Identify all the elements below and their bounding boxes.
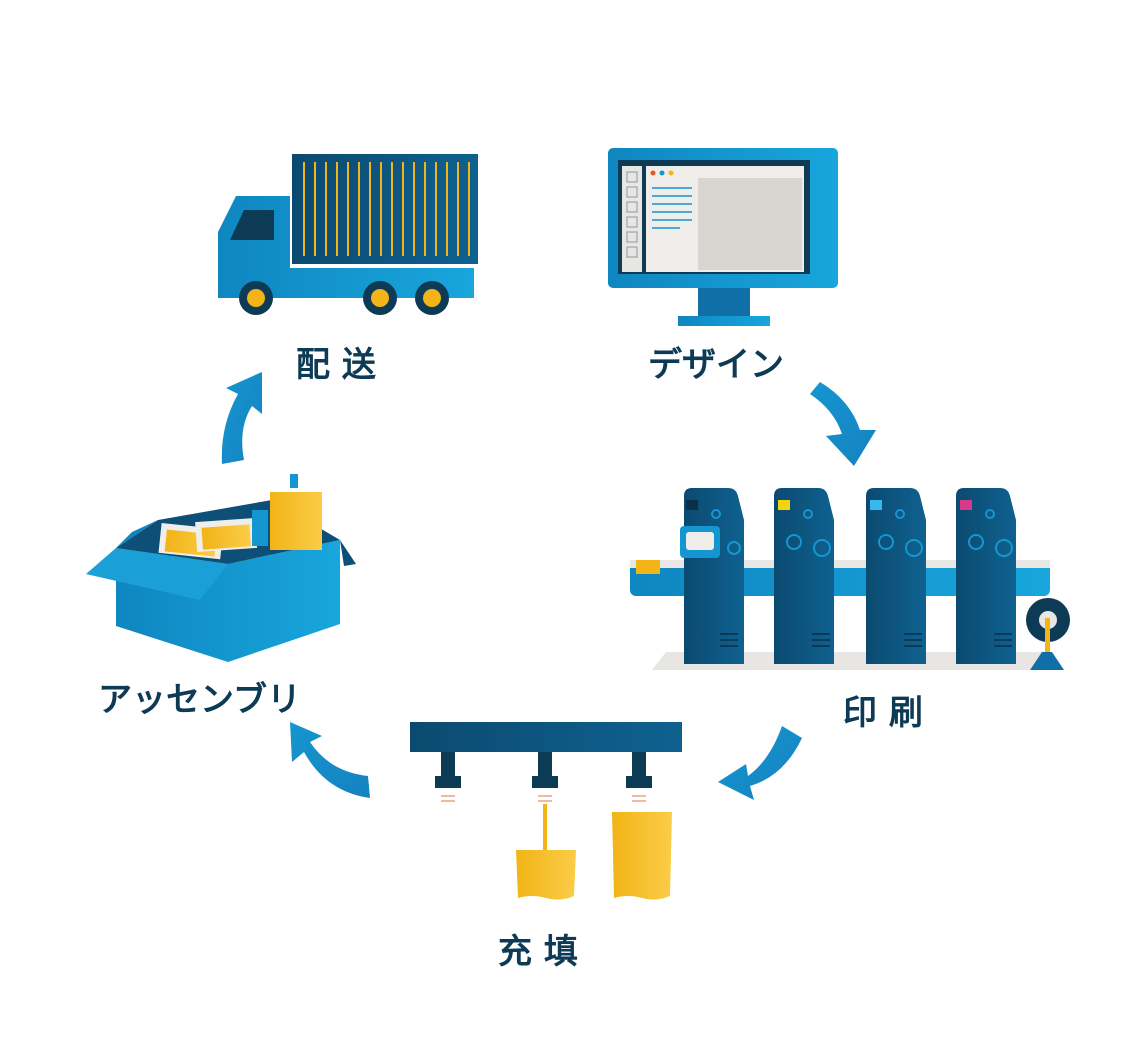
printing-press-icon — [630, 488, 1070, 670]
step-label-design: デザイン — [648, 345, 784, 385]
press-unit-4 — [956, 488, 1016, 664]
step-label-assembly: アッセンブリ — [98, 680, 301, 720]
arrow-filling-to-assembly — [290, 722, 370, 798]
cycle-arrows — [221, 372, 876, 800]
filling-machine-icon — [410, 722, 682, 900]
step-label-delivery: 配 送 — [296, 345, 376, 385]
arrow-printing-to-filling — [718, 726, 802, 800]
monitor-icon — [608, 148, 838, 326]
step-label-printing: 印 刷 — [843, 693, 923, 733]
press-unit-1 — [680, 488, 744, 664]
arrow-assembly-to-delivery — [221, 372, 262, 464]
truck-icon — [218, 154, 478, 315]
press-unit-2 — [774, 488, 834, 664]
step-label-filling: 充 填 — [498, 932, 578, 972]
box-icon — [86, 474, 356, 662]
press-unit-3 — [866, 488, 926, 664]
arrow-design-to-printing — [810, 382, 876, 466]
